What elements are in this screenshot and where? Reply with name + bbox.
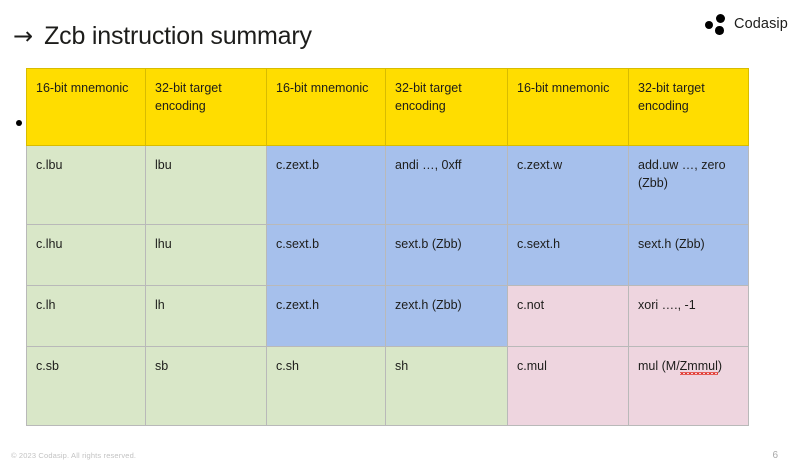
codasip-logo-mark [704, 12, 730, 36]
cell-r1c0: c.lhu [26, 224, 146, 286]
page-title: Zcb instruction summary [44, 22, 312, 50]
cell-r2c5: xori …., -1 [628, 285, 749, 347]
cell-r3c3: sh [385, 346, 508, 426]
cell-r1c1: lhu [145, 224, 267, 286]
column-header-5: 32-bit target encoding [628, 68, 749, 146]
table-row: c.sb sb c.sh sh c.mul mul (M/Zmmul) [26, 346, 749, 426]
table-row: c.lbu lbu c.zext.b andi …, 0xff c.zext.w… [26, 145, 749, 225]
cell-r0c1: lbu [145, 145, 267, 225]
cell-r2c1: lh [145, 285, 267, 347]
cell-r2c0: c.lh [26, 285, 146, 347]
bullet-dot-icon [16, 120, 22, 126]
slide-title-row: → Zcb instruction summary [13, 24, 312, 49]
column-header-0: 16-bit mnemonic [26, 68, 146, 146]
logo-dot-left-icon [705, 21, 713, 29]
logo-dot-top-right-icon [716, 14, 725, 23]
codasip-logo: Codasip [704, 11, 788, 37]
table-row: c.lhu lhu c.sext.b sext.b (Zbb) c.sext.h… [26, 224, 749, 286]
cell-r2c3: zext.h (Zbb) [385, 285, 508, 347]
cell-r3c0: c.sb [26, 346, 146, 426]
cell-r1c3: sext.b (Zbb) [385, 224, 508, 286]
column-header-1: 32-bit target encoding [145, 68, 267, 146]
cell-r0c5: add.uw …, zero (Zbb) [628, 145, 749, 225]
footer-copyright: © 2023 Codasip. All rights reserved. [11, 451, 137, 460]
table-header: 16-bit mnemonic 32-bit target encoding 1… [26, 68, 749, 146]
cell-r3c2: c.sh [266, 346, 386, 426]
cell-r0c3: andi …, 0xff [385, 145, 508, 225]
cell-r1c5: sext.h (Zbb) [628, 224, 749, 286]
cell-r1c2: c.sext.b [266, 224, 386, 286]
cell-r0c4: c.zext.w [507, 145, 629, 225]
table-header-row: 16-bit mnemonic 32-bit target encoding 1… [26, 68, 749, 146]
table-body: c.lbu lbu c.zext.b andi …, 0xff c.zext.w… [26, 145, 749, 426]
column-header-4: 16-bit mnemonic [507, 68, 629, 146]
arrow-right-icon: → [13, 22, 34, 50]
column-header-2: 16-bit mnemonic [266, 68, 386, 146]
instruction-summary-table: 16-bit mnemonic 32-bit target encoding 1… [26, 68, 749, 426]
table-row: c.lh lh c.zext.h zext.h (Zbb) c.not xori… [26, 285, 749, 347]
cell-r0c2: c.zext.b [266, 145, 386, 225]
cell-r2c4: c.not [507, 285, 629, 347]
cell-r3c1: sb [145, 346, 267, 426]
column-header-3: 32-bit target encoding [385, 68, 508, 146]
cell-r1c4: c.sext.h [507, 224, 629, 286]
page-number: 6 [772, 450, 778, 461]
cell-r3c4: c.mul [507, 346, 629, 426]
logo-dot-bottom-icon [715, 26, 724, 35]
cell-r3c5: mul (M/Zmmul) [628, 346, 749, 426]
cell-r0c0: c.lbu [26, 145, 146, 225]
codasip-logo-text: Codasip [734, 15, 788, 32]
instruction-summary-table-wrapper: 16-bit mnemonic 32-bit target encoding 1… [26, 68, 749, 426]
spellcheck-underline: Zmmul [679, 359, 718, 373]
cell-r2c2: c.zext.h [266, 285, 386, 347]
